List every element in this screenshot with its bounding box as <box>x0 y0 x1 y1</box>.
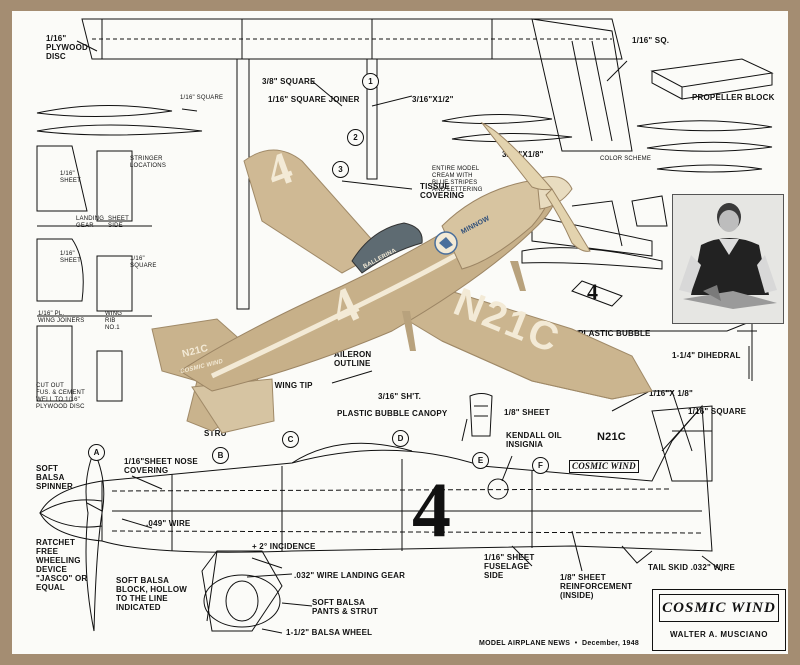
callout-e: E <box>472 452 489 469</box>
kendall-label: KENDALL OIL INSIGNIA <box>506 431 562 449</box>
propeller-block-label: PROPELLER BLOCK <box>692 93 775 102</box>
square-3-8-label: 3/8" SQUARE <box>262 77 316 86</box>
x-3-16-1-8-label: 3/16"X1/8" <box>502 150 544 159</box>
square-116-small-label: 1/16" SQUARE <box>130 256 157 269</box>
plan-drawing: 4 4 <box>36 18 774 634</box>
svg-text:4: 4 <box>587 279 598 304</box>
wing-joiners-label: 1/16" PL. WING JOINERS <box>38 311 85 324</box>
landing-gear-small-label: LANDING GEAR <box>76 216 105 229</box>
plastic-bubble-label: PLASTIC BUBBLE <box>578 329 651 338</box>
dihedral-label: 1-1/4" DIHEDRAL <box>672 351 741 360</box>
tissue-covering-label: TISSUE COVERING <box>420 182 465 200</box>
sq-1-16-top-label: 1/16" SQ. <box>632 36 670 45</box>
callout-1: 1 <box>362 73 379 90</box>
svg-text:4: 4 <box>412 466 451 553</box>
plan-sheet: 4 4 1/16" PLYWOOD DISC 3/8" SQUARE 1/16"… <box>12 11 788 654</box>
cosmic-wind-model-render <box>151 121 653 434</box>
balsa-wheel-label: 1-1/2" BALSA WHEEL <box>286 628 373 637</box>
fuselage-side-label: 1/16" SHEET FUSELAGE SIDE <box>484 553 535 580</box>
aileron-outline-label: AILERON OUTLINE <box>334 350 372 368</box>
x-3-16-label: 3/16"X1/2" <box>412 95 454 104</box>
sheet-1-8-label: 1/8" SHEET <box>504 408 550 417</box>
rib-square-label: 1/16" SQUARE <box>180 95 224 101</box>
x-1-16-1-8-label: 1/16"X 1/8" <box>649 389 694 398</box>
wire-049-label: .049" WIRE <box>146 519 191 528</box>
pants-strut-label: SOFT BALSA PANTS & STRUT <box>312 598 379 616</box>
color-scheme-note: ENTIRE MODEL CREAM WITH BLUE STRIPES AND… <box>432 166 483 193</box>
wing-rib-no1-label: WING RIB NO.1 <box>105 311 123 331</box>
title-block-name: COSMIC WIND <box>659 594 779 622</box>
square-joiner-label: 1/16" SQUARE JOINER <box>268 95 360 104</box>
landing-gear-label: .032" WIRE LANDING GEAR <box>294 571 406 580</box>
cut-out-label: CUT OUT FUS. & CEMENT WELL TO 1/16" PLYW… <box>36 383 85 410</box>
reinforcement-label: 1/8" SHEET REINFORCEMENT (INSIDE) <box>560 573 633 600</box>
sheet-3-16-label: 3/16" SH'T. <box>378 392 422 401</box>
cosmic-wind-small-label: COSMIC WIND <box>569 460 639 473</box>
builder-photo <box>672 194 784 324</box>
callout-d: D <box>392 430 409 447</box>
ratchet-label: RATCHET FREE WHEELING DEVICE "JASCO" OR … <box>36 538 88 592</box>
title-block: COSMIC WIND WALTER A. MUSCIANO <box>652 589 786 651</box>
color-scheme-label: COLOR SCHEME <box>600 156 652 162</box>
callout-b: B <box>212 447 229 464</box>
callout-c: C <box>282 431 299 448</box>
nose-covering-label: 1/16"SHEET NOSE COVERING <box>124 457 198 475</box>
sheet-116-b-label: 1/16" SHEET <box>60 251 82 264</box>
soft-balsa-spinner-label: SOFT BALSA SPINNER <box>36 464 73 491</box>
plastic-bubble-canopy-label: PLASTIC BUBBLE CANOPY <box>337 409 448 418</box>
magazine-credit: MODEL AIRPLANE NEWS • December, 1948 <box>479 640 640 647</box>
title-block-author: WALTER A. MUSCIANO <box>670 630 768 639</box>
tail-skid-label: TAIL SKID .032" WIRE <box>648 563 736 572</box>
callout-3: 3 <box>332 161 349 178</box>
n21c-tail-label: N21C <box>597 431 626 443</box>
sheet-side-label: SHEET SIDE <box>108 216 130 229</box>
square-1-16-label: 1/16" SQUARE <box>688 407 747 416</box>
stru-label: STRU <box>204 429 227 438</box>
soft-balsa-block-label: SOFT BALSA BLOCK, HOLLOW TO THE LINE IND… <box>116 576 188 612</box>
stringer-locations-label: STRINGER LOCATIONS <box>130 156 167 169</box>
callout-2: 2 <box>347 129 364 146</box>
sheet-116-a-label: 1/16" SHEET <box>60 171 82 184</box>
plywood-disc-label: 1/16" PLYWOOD DISC <box>46 34 88 61</box>
incidence-label: + 2° INCIDENCE <box>252 542 316 551</box>
callout-f: F <box>532 457 549 474</box>
callout-a: A <box>88 444 105 461</box>
